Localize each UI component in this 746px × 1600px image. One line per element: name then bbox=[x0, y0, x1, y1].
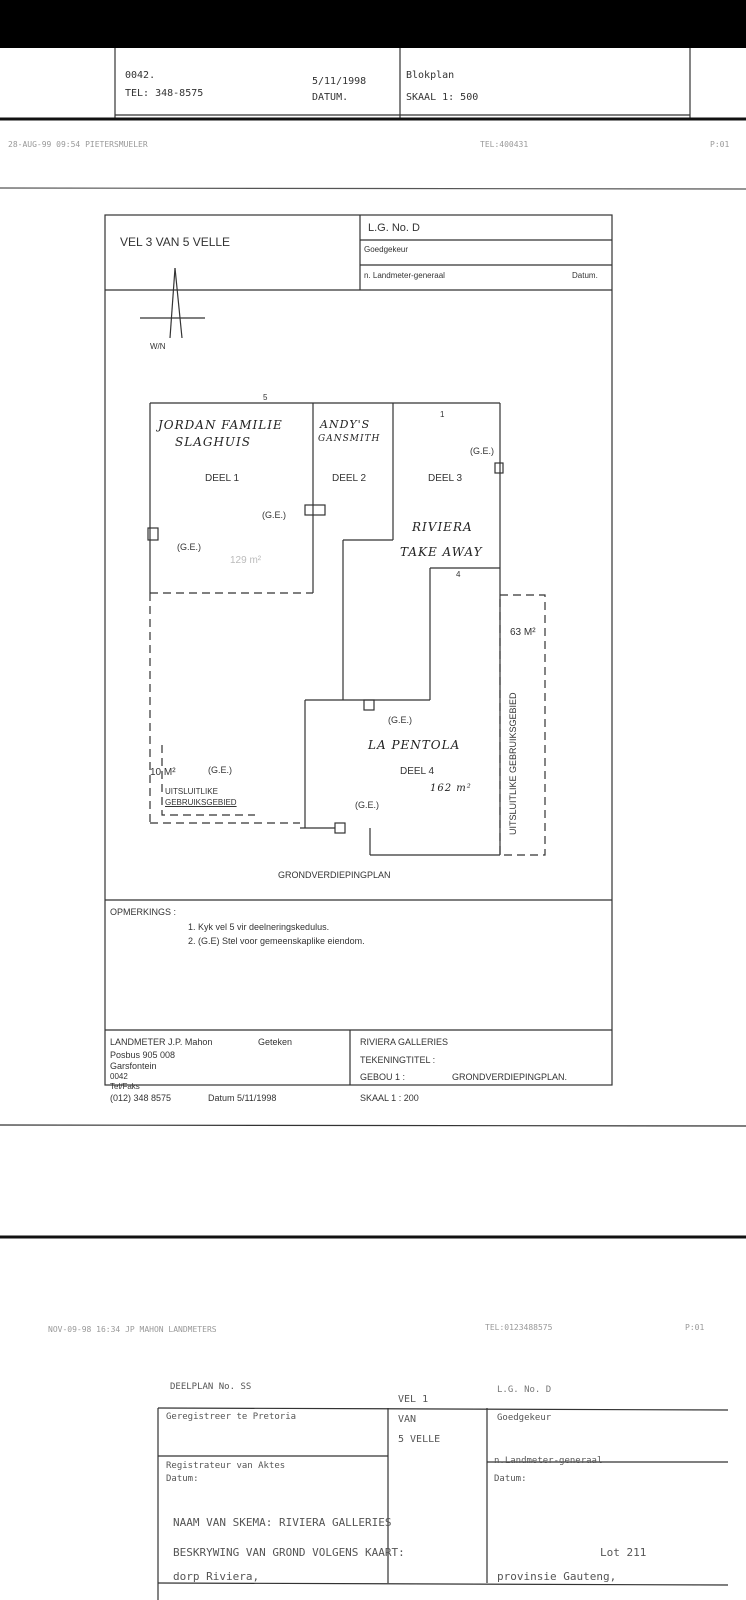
drawing-frame bbox=[104, 214, 613, 1086]
north-arrow-icon bbox=[140, 267, 205, 339]
building-plan: GRONDVERDIEPINGPLAN. bbox=[452, 1072, 568, 1082]
scale: SKAAL 1: 500 bbox=[406, 92, 479, 103]
telephone: TEL: 348-8575 bbox=[125, 88, 204, 99]
tenant3-label: RIVIERA bbox=[412, 520, 473, 534]
sheet-velle: 5 VELLE bbox=[398, 1434, 441, 1445]
tenant1-label-2: SLAGHUIS bbox=[175, 435, 251, 449]
ge-marker: (G.E.) bbox=[470, 446, 494, 456]
remarks-heading: OPMERKINGS : bbox=[110, 907, 177, 917]
area-deel4: 162 m² bbox=[430, 783, 472, 794]
exclusive-use-left-label: UITSLUITLIKE bbox=[165, 787, 218, 796]
lg-number: L.G. No. D bbox=[368, 222, 420, 234]
scale: SKAAL 1 : 200 bbox=[360, 1093, 419, 1103]
tenant2-label-2: GANSMITH bbox=[318, 434, 381, 444]
approved-label: Goedgekeur bbox=[497, 1413, 552, 1423]
lg-number: L.G. No. D bbox=[497, 1385, 552, 1395]
date-label: DATUM. bbox=[312, 92, 349, 103]
deel2-label: DEEL 2 bbox=[332, 473, 367, 484]
scheme-name: NAAM VAN SKEMA: RIVIERA GALLERIES bbox=[173, 1516, 392, 1529]
surveyor-box: Posbus 905 008 bbox=[110, 1050, 176, 1060]
deel4-label: DEEL 4 bbox=[400, 766, 435, 777]
tenant2-label: ANDY'S bbox=[320, 418, 371, 431]
ge-marker: (G.E.) bbox=[177, 542, 201, 552]
area-deel1: 129 m² bbox=[230, 555, 262, 566]
north-arrow-label: W/N bbox=[150, 342, 166, 351]
remark-item: 2. (G.E) Stel voor gemeenskaplike eiendo… bbox=[188, 936, 365, 946]
province-name: provinsie Gauteng, bbox=[497, 1570, 617, 1583]
marker-1: 1 bbox=[440, 410, 445, 419]
remark-item: 1. Kyk vel 5 vir deelneringskedulus. bbox=[188, 922, 330, 932]
plan-title: GRONDVERDIEPINGPLAN bbox=[278, 870, 391, 880]
fax-header-left: NOV-09-98 16:34 JP MAHON LANDMETERS bbox=[48, 1325, 217, 1334]
area-exclusive-right: 63 M² bbox=[510, 627, 536, 638]
drawing-title-label: TEKENINGTITEL : bbox=[360, 1055, 436, 1065]
ge-marker: (G.E.) bbox=[262, 510, 286, 520]
ge-marker: (G.E.) bbox=[355, 800, 379, 810]
sheet-vel: VEL 1 bbox=[398, 1394, 429, 1405]
fax-header-tel: TEL:400431 bbox=[480, 140, 529, 149]
surveyor-name: LANDMETER J.P. Mahon bbox=[110, 1037, 213, 1047]
deel3-label: DEEL 3 bbox=[428, 473, 463, 484]
marker-5: 5 bbox=[263, 393, 268, 402]
deelplan-number: DEELPLAN No. SS bbox=[170, 1382, 252, 1392]
plan-title: Blokplan bbox=[406, 70, 455, 81]
exclusive-use-right-label: UITSLUITLIKE GEBRUIKSGEBIED bbox=[508, 692, 518, 835]
surveyor-code: 0042 bbox=[110, 1072, 128, 1081]
building-label: GEBOU 1 : bbox=[360, 1072, 406, 1082]
land-description-label: BESKRYWING VAN GROND VOLGENS KAART: bbox=[173, 1546, 405, 1559]
page-edge bbox=[0, 187, 746, 190]
registered-label: Geregistreer te Pretoria bbox=[166, 1412, 297, 1422]
surveyor-date: Datum 5/11/1998 bbox=[208, 1093, 277, 1103]
tenant3-label-2: TAKE AWAY bbox=[400, 545, 483, 559]
approved-label: Goedgekeur bbox=[364, 245, 409, 254]
surveyor-telfax-label: Tel/Faks bbox=[110, 1082, 140, 1091]
fax-header-left: 28-AUG-99 09:54 PIETERSMUELER bbox=[8, 140, 148, 149]
ge-marker: (G.E.) bbox=[388, 715, 412, 725]
black-redaction-band bbox=[0, 0, 746, 48]
deel1-label: DEEL 1 bbox=[205, 473, 240, 484]
registrar-date: Datum: bbox=[166, 1474, 199, 1484]
marker-4: 4 bbox=[456, 570, 461, 579]
fax-header-tel: TEL:0123488575 bbox=[485, 1323, 553, 1332]
lot-number: Lot 211 bbox=[600, 1546, 647, 1559]
page-edge bbox=[0, 1124, 746, 1127]
town-name: dorp Riviera, bbox=[173, 1570, 260, 1583]
surveyor-general-label: n.Landmeter-generaal bbox=[494, 1456, 603, 1466]
tenant1-label: JORDAN FAMILIE bbox=[158, 418, 283, 432]
surveyor-town: Garsfontein bbox=[110, 1061, 157, 1071]
ge-marker: (G.E.) bbox=[208, 765, 232, 775]
postcode: 0042. bbox=[125, 70, 156, 81]
surveyor-phone: (012) 348 8575 bbox=[110, 1093, 172, 1103]
datum-label: Datum. bbox=[572, 271, 598, 280]
fax-header-page: P:01 bbox=[685, 1323, 705, 1332]
surveyor-general-label: n. Landmeter-generaal bbox=[364, 271, 445, 280]
drawn-label: Geteken bbox=[258, 1037, 293, 1047]
surveyor-general-date: Datum: bbox=[494, 1474, 527, 1484]
sheet-number: VEL 3 VAN 5 VELLE bbox=[120, 235, 231, 249]
floor-plan bbox=[147, 402, 546, 856]
fax-header-page: P:01 bbox=[710, 140, 730, 149]
project-name: RIVIERA GALLERIES bbox=[360, 1037, 449, 1047]
area-exclusive-left: 10 M² bbox=[150, 767, 176, 778]
date: 5/11/1998 bbox=[312, 76, 367, 87]
tenant4-label: LA PENTOLA bbox=[368, 738, 461, 752]
registrar-label: Registrateur van Aktes bbox=[166, 1461, 286, 1471]
sheet-van: VAN bbox=[398, 1414, 417, 1425]
exclusive-use-left-label-2: GEBRUIKSGEBIED bbox=[165, 798, 237, 807]
